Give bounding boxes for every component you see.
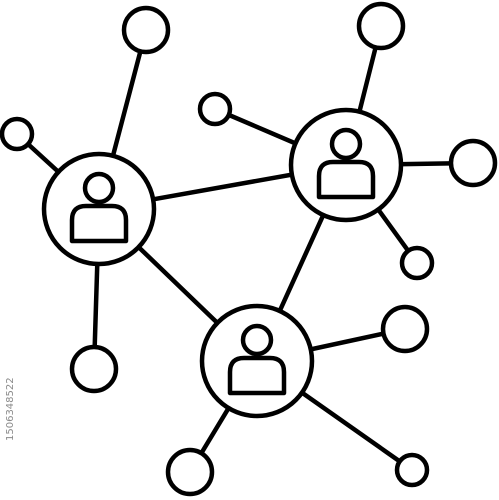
- leaf-far-right: [448, 138, 498, 188]
- hub-bottom: [199, 303, 315, 419]
- watermark-id-text: 1506348522: [5, 377, 16, 441]
- leaf-bottom-left: [165, 447, 215, 497]
- leaf-top-right: [356, 1, 406, 51]
- leaf-bottom-right: [394, 452, 430, 488]
- user-icon: [69, 171, 129, 244]
- leaf-top-left: [121, 5, 171, 55]
- hub-right: [288, 107, 404, 223]
- hub-left: [41, 151, 157, 267]
- leaf-bottom-right-upper: [380, 304, 430, 354]
- user-icon: [316, 127, 376, 200]
- leaf-right-lower: [399, 245, 435, 281]
- leaf-lower-left: [69, 344, 119, 394]
- leaf-mid-left: [197, 91, 233, 127]
- watermark-id: 1506348522: [5, 377, 16, 441]
- leaf-far-left: [0, 116, 35, 152]
- user-icon: [227, 323, 287, 396]
